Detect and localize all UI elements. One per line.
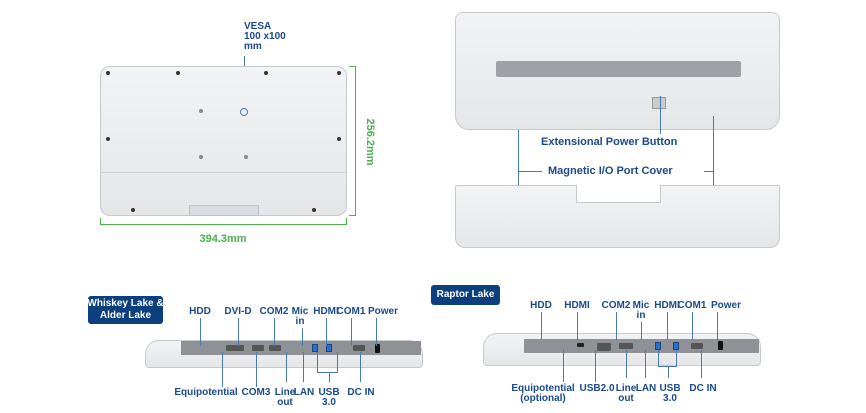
label-com2: COM2	[259, 306, 289, 317]
monitor-tilted-view	[455, 12, 780, 130]
label-mic-in: Mic in	[291, 306, 309, 327]
label-line-out: Line out	[274, 387, 296, 408]
label-dvi-d: DVI-D	[224, 306, 252, 317]
label-hdmi: HDMI	[564, 300, 590, 311]
label-mic-in: Mic in	[632, 300, 650, 321]
width-dimension-line	[100, 224, 347, 225]
label-dc-in: DC IN	[347, 387, 375, 398]
height-dimension-line	[355, 66, 356, 216]
label-com1: COM1	[677, 300, 707, 311]
label-hdmi-2: HDMI	[654, 300, 680, 311]
monitor-back-panel	[100, 66, 347, 216]
label-hdd: HDD	[189, 306, 211, 317]
raptor-lake-badge: Raptor Lake	[431, 285, 500, 305]
raptor-io-panel	[483, 333, 761, 366]
height-dimension-label: 256.2mm	[364, 118, 376, 166]
magnetic-port-cover	[455, 185, 780, 248]
label-com1: COM1	[336, 306, 366, 317]
label-hdmi: HDMI	[313, 306, 339, 317]
label-com3: COM3	[241, 387, 271, 398]
vesa-mount-icon	[240, 108, 248, 116]
label-equipotential-optional: Equipotential (optional)	[511, 383, 575, 404]
label-com2: COM2	[601, 300, 631, 311]
port-cover-label: Magnetic I/O Port Cover	[548, 165, 673, 177]
label-power: Power	[367, 306, 399, 317]
label-lan: LAN	[293, 387, 315, 398]
whiskey-lake-badge: Whiskey Lake & Alder Lake	[87, 296, 164, 324]
width-dimension-label: 394.3mm	[199, 233, 247, 245]
power-button-label: Extensional Power Button	[541, 136, 678, 148]
label-hdd: HDD	[530, 300, 552, 311]
label-lan: LAN	[635, 383, 657, 394]
vesa-label: VESA 100 x100 mm	[244, 21, 286, 52]
label-line-out: Line out	[615, 383, 637, 404]
label-power: Power	[710, 300, 742, 311]
label-usb-3: USB 3.0	[659, 383, 681, 404]
whiskey-io-panel	[145, 340, 423, 368]
label-usb-3: USB 3.0	[318, 387, 340, 408]
label-dc-in: DC IN	[689, 383, 717, 394]
label-equipotential: Equipotential	[174, 387, 238, 398]
label-usb2: USB2.0	[579, 383, 615, 394]
